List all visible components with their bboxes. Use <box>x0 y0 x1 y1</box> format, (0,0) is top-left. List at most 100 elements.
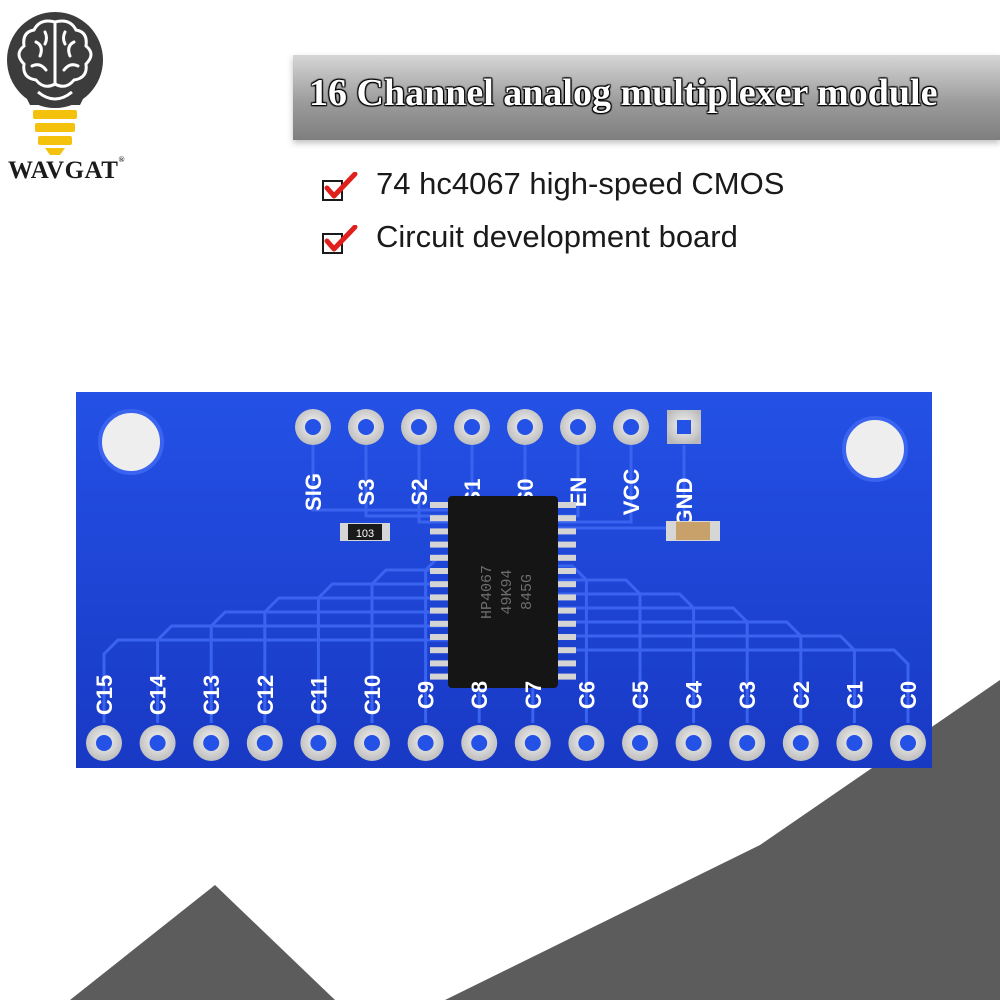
pin-label: C11 <box>306 675 331 714</box>
pin-hole <box>578 735 595 751</box>
pin-hole <box>256 735 273 751</box>
pin-label: C6 <box>574 681 599 709</box>
pin-hole <box>149 735 166 751</box>
ic-pin <box>556 594 576 601</box>
pin-label: C4 <box>682 680 707 709</box>
pin-hole <box>517 419 533 435</box>
trace <box>263 596 448 723</box>
ic-pin <box>430 581 450 588</box>
lightbulb-brain-logo <box>7 12 103 155</box>
pin-hole <box>417 735 434 751</box>
pin-label: C2 <box>789 681 814 709</box>
bottom-header-pins <box>86 725 926 761</box>
pin-label: C13 <box>199 675 224 715</box>
svg-text:49K94: 49K94 <box>499 569 516 614</box>
ic-pin <box>430 673 450 680</box>
top-header-pins <box>295 409 701 445</box>
brand-wordmark: WAVGAT® <box>8 155 125 184</box>
trace <box>558 578 642 723</box>
svg-text:845G: 845G <box>519 574 536 610</box>
trace <box>558 648 910 723</box>
trace <box>417 445 448 524</box>
trace <box>558 606 749 723</box>
ic-pin <box>430 554 450 561</box>
ic-pin <box>556 568 576 574</box>
pin-hole <box>364 735 380 751</box>
capacitor <box>666 521 720 541</box>
trace <box>209 610 448 723</box>
ic-pin <box>556 660 576 667</box>
pin-hole <box>471 735 488 751</box>
ic-pin <box>556 620 576 627</box>
ic-pins <box>430 502 576 680</box>
ic-pin <box>556 634 576 640</box>
feature-text: 74 hc4067 high-speed CMOS <box>376 166 785 201</box>
pin-hole <box>632 735 648 751</box>
background-gray-wedge <box>445 680 1000 1000</box>
pin-hole <box>411 419 427 435</box>
pin-label: C15 <box>92 675 117 715</box>
page-title: 16 Channel analog multiplexer module <box>309 72 938 114</box>
pin-hole <box>570 419 586 435</box>
pin-label: C12 <box>253 675 278 715</box>
pin-hole <box>358 419 374 435</box>
pin-label: C7 <box>521 681 546 709</box>
check-mark-icon <box>322 172 358 201</box>
pin-label: C14 <box>146 674 171 715</box>
ic-pin <box>430 502 450 508</box>
pin-label: VCC <box>619 469 644 516</box>
pin-label: S3 <box>354 479 379 506</box>
trace <box>558 592 696 723</box>
mounting-hole <box>98 409 164 475</box>
pin-hole <box>524 735 541 751</box>
pin-hole <box>623 419 639 435</box>
ic-pin <box>556 581 576 588</box>
pin-hole <box>846 735 863 751</box>
trace <box>311 445 448 512</box>
pin-label: S2 <box>407 479 432 506</box>
ic-pin <box>430 620 450 627</box>
trace <box>558 620 803 723</box>
pin-hole <box>464 419 480 435</box>
ic-chip <box>448 496 558 688</box>
trace <box>316 582 448 723</box>
ic-pin <box>430 515 450 522</box>
pin-label: C8 <box>467 681 492 709</box>
pin-hole <box>739 735 756 751</box>
title-banner: 16 Channel analog multiplexer module <box>293 55 1000 140</box>
pin-label: C0 <box>896 681 921 709</box>
ic-pin <box>556 554 576 561</box>
ic-pin <box>430 541 450 548</box>
background-gray-triangle <box>70 885 335 1000</box>
svg-text:103: 103 <box>356 528 374 540</box>
trace <box>558 634 856 723</box>
ic-pin <box>556 607 576 614</box>
ic-pin <box>556 528 576 535</box>
trace <box>364 445 448 518</box>
pin-hole <box>203 735 220 751</box>
ic-pin <box>556 673 576 680</box>
pin-hole <box>792 735 809 751</box>
ic-pin <box>556 541 576 548</box>
pin-hole <box>685 735 702 751</box>
ic-pin <box>430 568 450 574</box>
pin-hole <box>310 735 327 751</box>
ic-marking: HP4067 49K94 845G <box>479 565 536 619</box>
check-mark-icon <box>322 225 358 254</box>
pin-label: C3 <box>735 681 760 709</box>
pin-label: C10 <box>360 675 385 715</box>
ic-pin <box>556 647 576 654</box>
pin-hole <box>900 735 916 751</box>
pin-label: SIG <box>301 473 326 511</box>
trace <box>370 568 448 723</box>
ic-pin <box>430 634 450 640</box>
pin-label: GND <box>672 478 697 527</box>
ic-pin <box>556 515 576 522</box>
pin-label: C1 <box>842 681 867 709</box>
ic-pin <box>430 647 450 654</box>
pin-hole <box>96 735 112 751</box>
